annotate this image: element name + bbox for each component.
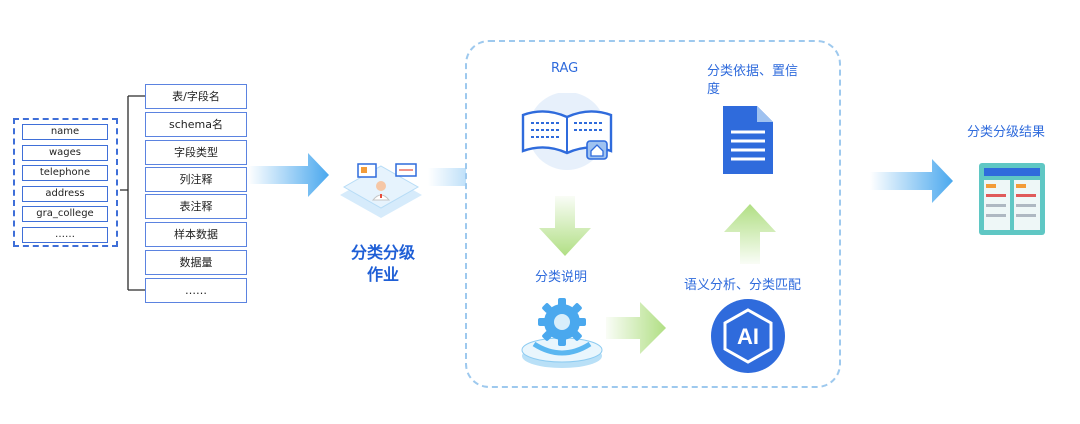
job-label-line2: 作业 <box>366 265 399 284</box>
process-panel <box>465 40 841 388</box>
bracket-connector <box>120 95 145 291</box>
flow-arrow-to-job <box>248 153 329 197</box>
field-item: …… <box>22 227 108 243</box>
flow-arrow-to-result <box>870 159 953 203</box>
rag-label: RAG <box>551 61 579 76</box>
result-table-icon <box>979 163 1045 235</box>
job-label-line1: 分类分级 <box>350 243 415 262</box>
field-item: name <box>22 124 108 140</box>
semantic-label: 语义分析、分类匹配 <box>684 278 802 293</box>
result-label: 分类分级结果 <box>967 125 1046 140</box>
flow-arrow-right <box>606 302 666 354</box>
attribute-item: 字段类型 <box>145 140 247 165</box>
attribute-item: 表注释 <box>145 194 247 219</box>
field-item: telephone <box>22 165 108 181</box>
job-label: 分类分级 作业 <box>336 242 430 286</box>
attribute-item: 数据量 <box>145 250 247 275</box>
field-item: gra_college <box>22 206 108 222</box>
attribute-item: 列注释 <box>145 167 247 192</box>
field-list-group <box>13 118 118 247</box>
rag-book-icon <box>521 93 613 170</box>
attribute-item: schema名 <box>145 112 247 137</box>
flow-arrow-to-panel <box>428 168 466 186</box>
attribute-item: …… <box>145 278 247 303</box>
attribute-item: 表/字段名 <box>145 84 247 109</box>
explanation-label: 分类说明 <box>535 270 588 285</box>
ai-icon: AI <box>711 299 785 373</box>
field-item: wages <box>22 145 108 161</box>
gear-icon <box>521 298 603 368</box>
document-icon <box>723 106 773 174</box>
flow-arrow-up <box>724 204 776 264</box>
field-item: address <box>22 186 108 202</box>
basis-label: 分类依据、置信度 <box>707 64 799 97</box>
flow-arrow-down <box>539 196 591 256</box>
ai-badge-text: AI <box>737 324 759 349</box>
classification-job-icon <box>340 163 422 218</box>
attribute-item: 样本数据 <box>145 222 247 247</box>
